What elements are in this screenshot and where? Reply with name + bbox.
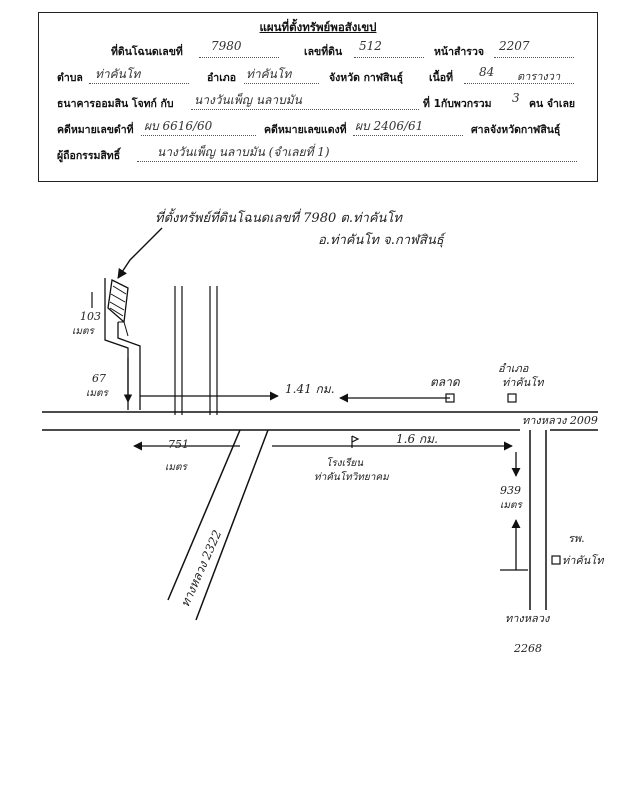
location-note-line1: ที่ตั้งทรัพย์ที่ดินโฉนดเลขที่ 7980 ต.ท่า… (155, 208, 403, 226)
area-label: เนื้อที่ (429, 72, 453, 84)
location-note-line2: อ.ท่าคันโท จ.กาฬสินธุ์ (318, 232, 447, 248)
land-number-line (354, 57, 424, 58)
highway-2322-east-edge (195, 429, 269, 621)
owner-value: นางวันเพ็ญ นลาบมัน (จำเลยที่ 1) (157, 145, 330, 159)
property-info-box: แผนที่ตั้งทรัพย์พอสังเขป ที่ดินโฉนดเลขที… (38, 12, 598, 182)
market-label: ตลาด (430, 375, 461, 389)
side-street-2 (209, 286, 218, 415)
dist-16-label: 1.6 กม. (396, 432, 438, 446)
red-case-line (353, 135, 463, 136)
highway-2322-label: ทางหลวง 2322 (178, 528, 224, 609)
defendant-count-value: 3 (512, 91, 520, 105)
survey-page-value: 2207 (499, 39, 530, 53)
defendant-suffix: ที่ 1กับพวกรวม (423, 98, 492, 110)
subdistrict-label: ตำบล (57, 72, 83, 84)
hospital-marker (551, 555, 561, 565)
survey-page-label: หน้าสำรวจ (434, 46, 484, 58)
land-number-label: เลขที่ดิน (304, 46, 343, 58)
dist-751-unit: เมตร (165, 462, 189, 473)
area-line (464, 83, 574, 84)
highway-2009-label: ทางหลวง 2009 (522, 414, 598, 427)
district-value: ท่าคันโท (246, 67, 292, 81)
highway-2268-label-2: 2268 (513, 642, 542, 655)
highway-2268 (529, 430, 547, 610)
area-value: 84 (479, 65, 495, 79)
black-case-value: ผบ 6616/60 (144, 119, 213, 133)
black-case-line (141, 135, 256, 136)
area-unit: ตารางวา (517, 70, 561, 83)
defendant-line (191, 109, 419, 110)
document-title: แผนที่ตั้งทรัพย์พอสังเขป (259, 20, 377, 34)
subdistrict-line (89, 83, 189, 84)
school-label-2: ท่าคันโทวิทยาคม (314, 471, 390, 483)
province-label: จังหวัด กาฬสินธุ์ (329, 72, 403, 84)
market-marker (445, 393, 455, 403)
side-street-1 (174, 286, 183, 415)
lane-right (117, 322, 141, 410)
deed-number-line (199, 57, 279, 58)
property-parcel (107, 279, 129, 324)
district-label: อำเภอ (207, 72, 237, 84)
red-case-value: ผบ 2406/61 (355, 119, 424, 133)
hospital-label-2: ท่าคันโท (562, 554, 604, 567)
survey-page-line (494, 57, 574, 58)
dist-67-value: 67 (92, 372, 106, 385)
lane-corner (118, 321, 129, 337)
dist-103-unit: เมตร (72, 326, 96, 337)
school-label-1: โรงเรียน (326, 457, 364, 469)
district-office-label-2: ท่าคันโท (502, 376, 544, 389)
lane-left (104, 278, 129, 410)
district-office-label-1: อำเภอ (498, 362, 529, 375)
deed-number-value: 7980 (211, 39, 242, 53)
black-case-label: คดีหมายเลขดำที่ (57, 124, 134, 136)
owner-label: ผู้ถือกรรมสิทธิ์ (57, 150, 121, 162)
highway-2268-label-1: ทางหลวง (505, 612, 551, 625)
district-line (244, 83, 319, 84)
district-office-marker (507, 393, 517, 403)
location-sketch-map: ที่ตั้งทรัพย์ที่ดินโฉนดเลขที่ 7980 ต.ท่า… (0, 190, 626, 800)
defendant-count-suffix: คน จำเลย (529, 98, 576, 110)
sketch-map-drawing: ที่ตั้งทรัพย์ที่ดินโฉนดเลขที่ 7980 ต.ท่า… (42, 208, 604, 655)
deed-number-label: ที่ดินโฉนดเลขที่ (111, 46, 183, 58)
subdistrict-value: ท่าคันโท (95, 67, 141, 81)
dist-141-label: 1.41 กม. (285, 382, 335, 396)
dist-939-value: 939 (500, 484, 521, 497)
hospital-label-1: รพ. (568, 532, 585, 545)
owner-line (137, 161, 577, 162)
dist-751-value: 751 (168, 438, 189, 451)
defendant-value: นางวันเพ็ญ นลาบมัน (194, 93, 302, 107)
red-case-label: คดีหมายเลขแดงที่ (264, 124, 347, 136)
school-flag-icon (351, 435, 360, 448)
dist-939-unit: เมตร (500, 500, 524, 511)
highway-2322-west-edge (167, 429, 241, 601)
dist-103-value: 103 (80, 310, 101, 323)
property-parcel-hatch (109, 285, 127, 317)
land-number-value: 512 (359, 39, 382, 53)
plaintiff-label: ธนาคารออมสิน โจทก์ กับ (57, 98, 174, 110)
court-label: ศาลจังหวัดกาฬสินธุ์ (471, 124, 561, 136)
location-pointer-arrow (117, 227, 163, 279)
dist-67-unit: เมตร (86, 388, 110, 399)
